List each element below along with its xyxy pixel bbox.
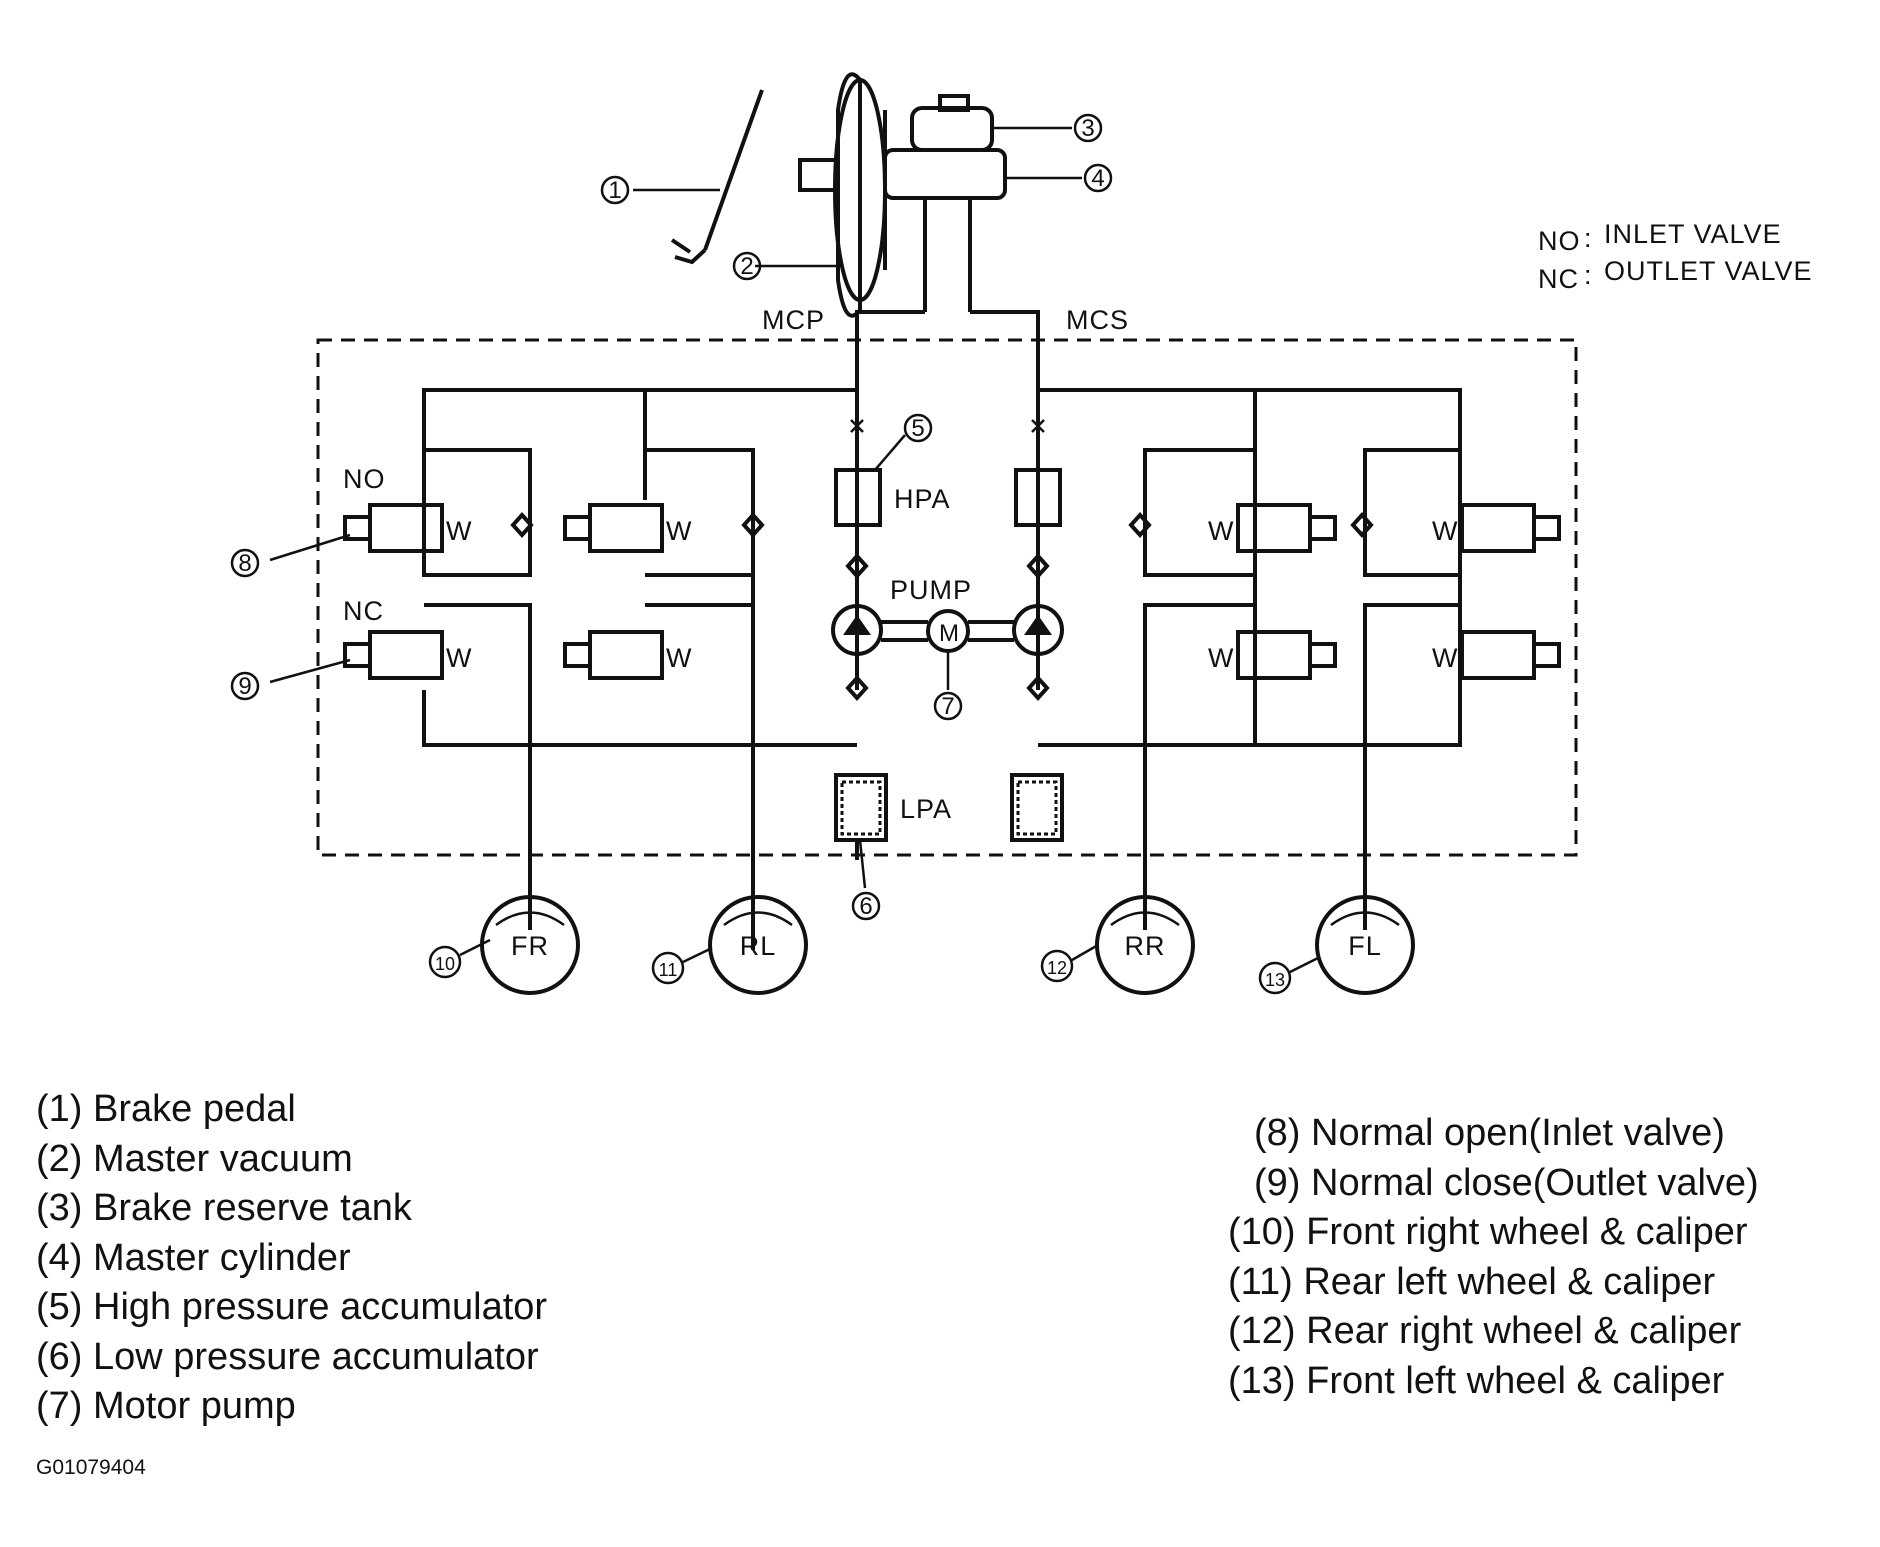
legend-item: (9) Normal close(Outlet valve) — [1254, 1161, 1759, 1204]
callout-10: 10 — [435, 954, 455, 974]
callout-9: 9 — [238, 673, 251, 700]
check-valves — [510, 419, 1374, 701]
legend-left: (1) Brake pedal (2) Master vacuum (3) Br… — [36, 1085, 547, 1432]
key-no-sep: : — [1584, 223, 1593, 253]
legend-item: (2) Master vacuum — [36, 1137, 353, 1180]
legend-right: (8) Normal open(Inlet valve) (9) Normal … — [1228, 1109, 1759, 1406]
callout-leaders — [269, 126, 1319, 974]
legend-item: (12) Rear right wheel & caliper — [1228, 1310, 1742, 1352]
callout-13: 13 — [1265, 970, 1285, 990]
right-valve-block — [1038, 448, 1561, 930]
label-mcp: MCP — [762, 305, 825, 335]
legend-item: (6) Low pressure accumulator — [36, 1335, 539, 1378]
hydraulic-unit-outline — [316, 338, 1578, 857]
master-vacuum — [798, 72, 887, 318]
label-no: NO — [343, 464, 386, 494]
legend-item: (1) Brake pedal — [36, 1088, 296, 1130]
brake-reserve-tank — [910, 94, 994, 152]
callout-1: 1 — [608, 177, 621, 204]
legend-item: (3) Brake reserve tank — [36, 1187, 412, 1229]
wheel-rl-label: RL — [740, 931, 777, 961]
label-hpa: HPA — [894, 484, 951, 514]
label-lpa: LPA — [900, 794, 952, 824]
label-nc: NC — [343, 596, 384, 626]
valve-w-6: W — [1432, 516, 1458, 546]
label-mcs: MCS — [1066, 305, 1129, 335]
wheel-fr-label: FR — [511, 931, 549, 961]
key-nc-meaning: OUTLET VALVE — [1604, 256, 1813, 286]
left-valve-block — [343, 448, 857, 950]
legend-item: (10) Front right wheel & caliper — [1228, 1211, 1748, 1253]
callout-3: 3 — [1081, 115, 1094, 142]
label-pump: PUMP — [890, 575, 972, 605]
callout-12: 12 — [1047, 958, 1067, 978]
legend-item: (7) Motor pump — [36, 1385, 296, 1427]
valve-w-7: W — [1208, 643, 1234, 673]
wheel-fl — [1315, 895, 1415, 995]
wheel-rl — [708, 895, 808, 995]
valve-w-8: W — [1432, 643, 1458, 673]
figure-id: G01079404 — [36, 1456, 146, 1479]
high-pressure-accumulator — [834, 468, 1062, 527]
wheel-fl-label: FL — [1348, 931, 1382, 961]
low-pressure-accumulator — [834, 773, 1064, 860]
valve-w-1: W — [446, 516, 472, 546]
legend-item: (8) Normal open(Inlet valve) — [1254, 1112, 1725, 1154]
legend-item: (4) Master cylinder — [36, 1236, 351, 1279]
label-motor: M — [939, 620, 960, 647]
brake-pedal — [670, 89, 764, 265]
callout-numbers: 1 2 3 4 5 6 7 8 9 10 11 12 13 — [230, 113, 1292, 995]
callout-7: 7 — [941, 693, 954, 720]
key-no-meaning: INLET VALVE — [1604, 219, 1782, 249]
callout-5: 5 — [911, 415, 924, 442]
legend-item: (5) High pressure accumulator — [36, 1286, 548, 1328]
valve-key: NO : INLET VALVE NC : OUTLET VALVE — [1538, 219, 1813, 294]
valve-w-4: W — [666, 643, 692, 673]
valve-w-5: W — [1208, 516, 1234, 546]
callout-2: 2 — [740, 253, 753, 280]
valve-w-3: W — [446, 643, 472, 673]
key-no-code: NO — [1538, 226, 1581, 256]
key-nc-code: NC — [1538, 264, 1579, 294]
callout-6: 6 — [859, 893, 872, 920]
master-cylinder — [883, 148, 1007, 312]
legend-item: (11) Rear left wheel & caliper — [1228, 1260, 1716, 1303]
callout-11: 11 — [659, 960, 678, 980]
callout-4: 4 — [1091, 165, 1104, 192]
wheel-rr-label: RR — [1125, 931, 1166, 961]
key-nc-sep: : — [1584, 260, 1593, 290]
callout-8: 8 — [238, 550, 251, 577]
valve-w-2: W — [666, 516, 692, 546]
legend-item: (13) Front left wheel & caliper — [1228, 1359, 1725, 1402]
